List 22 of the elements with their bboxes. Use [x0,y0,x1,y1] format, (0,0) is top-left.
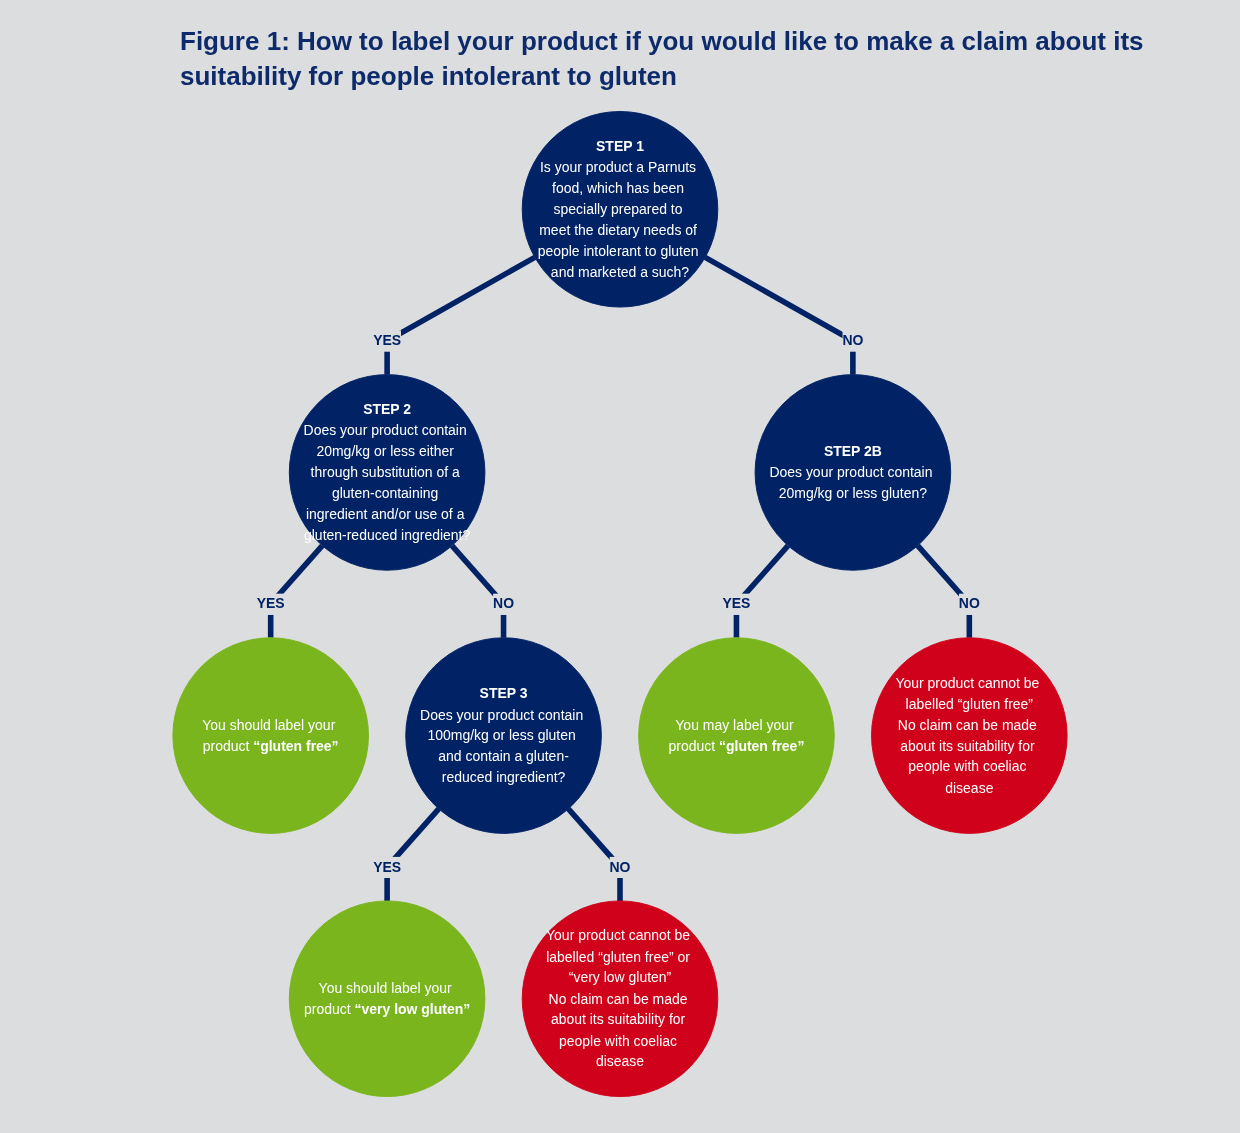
node-circle: STEP 3 Does your product contain 100mg/kg or less gluten and contain a gluten-reduced ingredient? [405,637,602,835]
connector [703,255,856,375]
connector [384,255,537,375]
node-circle: Your product cannot be labelled “gluten free” or “very low gluten” No claim can be made about its suitability for people with coeliac disease [521,900,719,1098]
edge-label: YES [722,595,751,612]
edge-label: YES [256,595,285,612]
edge-label: YES [373,858,402,875]
node-circle: STEP 2B Does your product contain 20mg/kg or less gluten? [754,374,952,571]
connector [449,544,507,638]
connector [566,807,623,902]
edge-label: NO [842,332,864,349]
node-circle: Your product cannot be labelled “gluten free” No claim can be made about its suitability for people with coeliac disease [871,637,1068,835]
connector [915,544,973,638]
node-circle: You should label your product “gluten free” [172,637,369,835]
node-circle: You may label your product “gluten free” [638,637,835,835]
edge-label: YES [373,332,402,349]
edge-label: NO [958,595,980,612]
diagram-title: Figure 1: How to label your product if you would like to make a claim about its suitability for people intolerant to gluten [180,25,1145,94]
node-circle: You should label your product “very low gluten” [288,900,486,1098]
edge-label: NO [493,595,515,612]
node-circle: STEP 1 Is your product a Parnuts food, which has been specially prepared to meet the dietary needs of people intolerant to gluten and marketed a such? [521,111,719,308]
edge-label: NO [609,858,631,875]
